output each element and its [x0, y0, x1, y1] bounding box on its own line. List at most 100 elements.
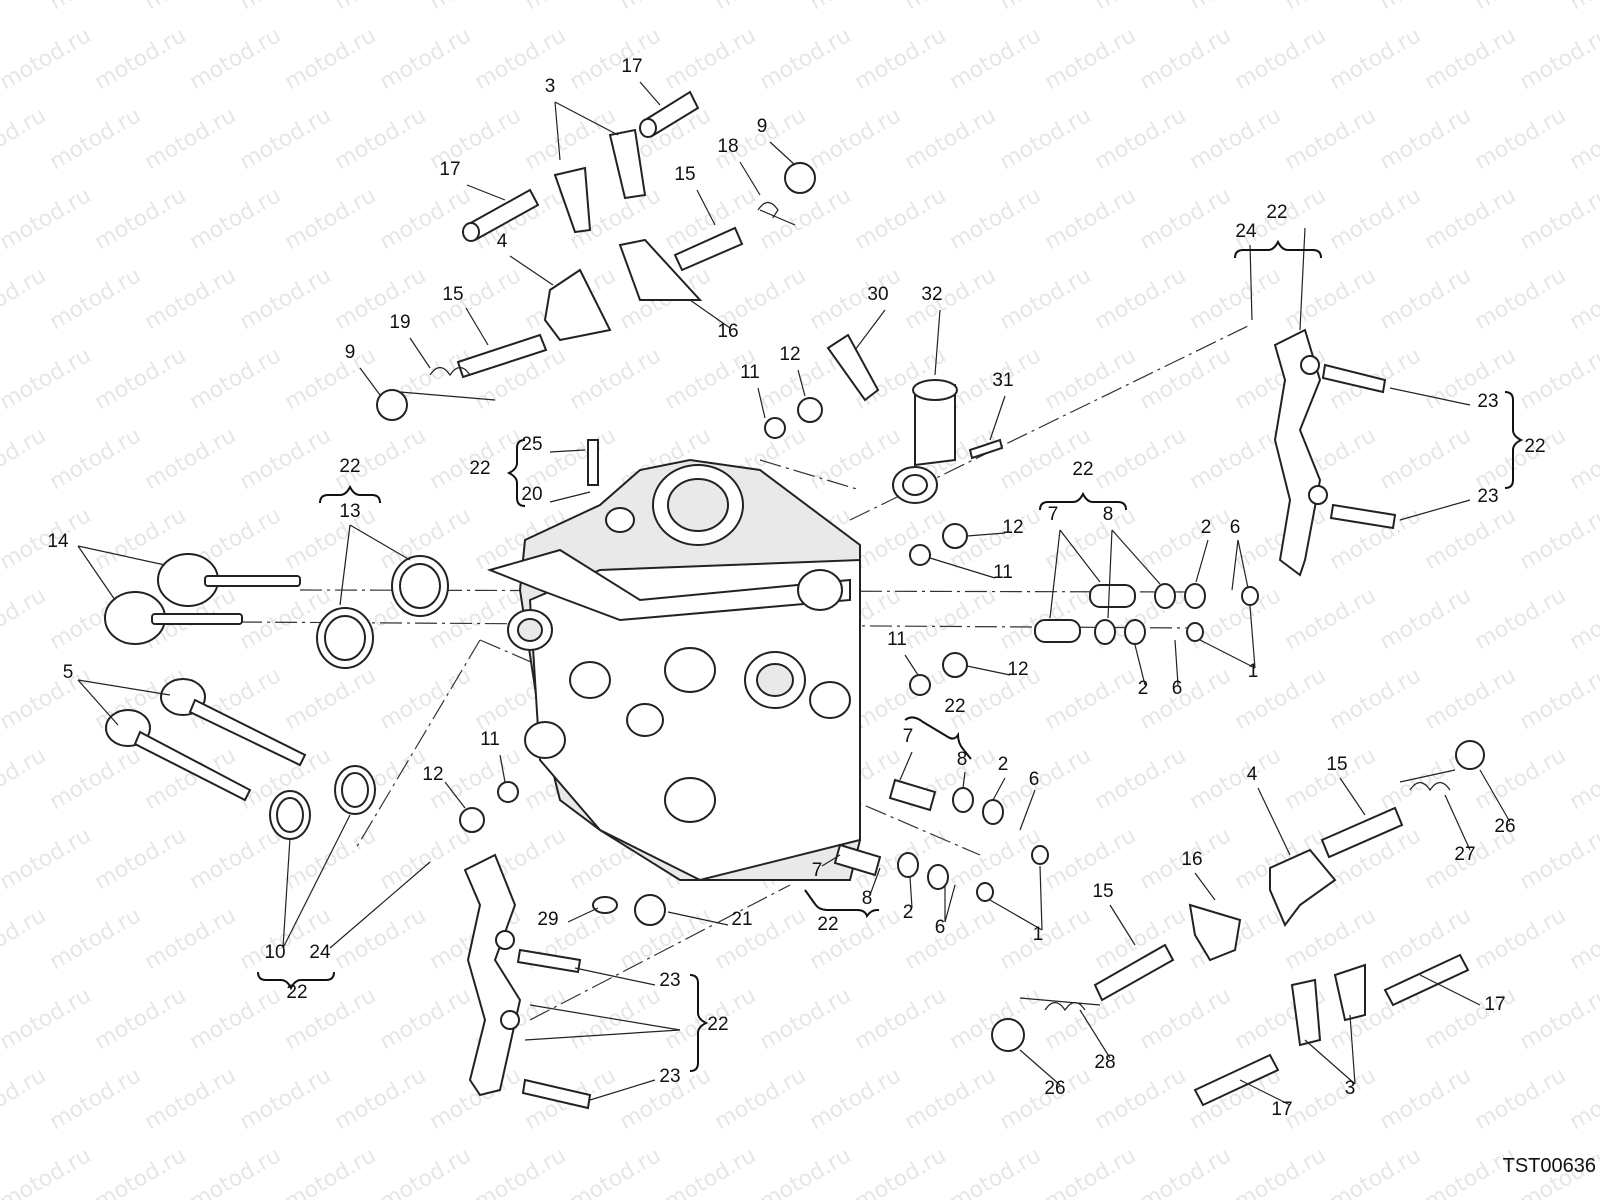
watermark-text: motod.ru	[186, 823, 286, 895]
watermark-text: motod.ru	[281, 663, 381, 735]
watermark-text: motod.ru	[1516, 343, 1600, 415]
callout-11: 11	[993, 562, 1013, 583]
watermark-text: motod.ru	[1471, 423, 1571, 495]
watermark-text: motod.ru	[331, 0, 431, 15]
watermark-text: motod.ru	[0, 983, 95, 1055]
watermark-text: motod.ru	[1326, 183, 1426, 255]
watermark-text: motod.ru	[806, 423, 906, 495]
watermark-text: motod.ru	[0, 1063, 50, 1135]
watermark-text: motod.ru	[901, 903, 1001, 975]
rocker-assembly-bottom	[991, 740, 1485, 1107]
callout-23: 23	[659, 1066, 680, 1087]
watermark-text: motod.ru	[521, 103, 621, 175]
callout-7: 7	[812, 860, 823, 881]
watermark-text: motod.ru	[1186, 423, 1286, 495]
callout-23: 23	[1477, 391, 1498, 412]
watermark-text: motod.ru	[236, 423, 336, 495]
watermark-text: motod.ru	[376, 23, 476, 95]
watermark-text: motod.ru	[376, 983, 476, 1055]
watermark-text: motod.ru	[1136, 663, 1236, 735]
watermark-text: motod.ru	[1281, 0, 1381, 15]
watermark-text: motod.ru	[1516, 663, 1600, 735]
watermark-text: motod.ru	[851, 183, 951, 255]
callout-17: 17	[439, 159, 460, 180]
watermark-text: motod.ru	[1471, 903, 1571, 975]
watermark-text: motod.ru	[471, 23, 571, 95]
watermark-text: motod.ru	[186, 983, 286, 1055]
callout-28: 28	[1094, 1052, 1115, 1073]
callout-30: 30	[867, 284, 888, 305]
brace-groups	[257, 239, 1524, 1072]
watermark-text: motod.ru	[1091, 103, 1191, 175]
watermark-text: motod.ru	[186, 183, 286, 255]
callout-13: 13	[339, 501, 360, 522]
callout-1: 1	[1248, 661, 1259, 682]
watermark-text: motod.ru	[236, 1063, 336, 1135]
watermark-text: motod.ru	[141, 903, 241, 975]
watermark-text: motod.ru	[1471, 0, 1571, 15]
watermark-text: motod.ru	[186, 1143, 286, 1200]
watermark-text: motod.ru	[0, 743, 50, 815]
callout-7: 7	[903, 726, 914, 747]
watermark-text: motod.ru	[46, 0, 146, 15]
callout-16: 16	[717, 321, 738, 342]
watermark-text: motod.ru	[46, 903, 146, 975]
callout-3: 3	[545, 76, 556, 97]
watermark-text: motod.ru	[1091, 1063, 1191, 1135]
watermark-text: motod.ru	[1566, 1063, 1600, 1135]
watermark-text: motod.ru	[661, 1143, 761, 1200]
callout-7: 7	[1048, 504, 1059, 525]
valve-seats	[316, 555, 449, 669]
callout-29: 29	[537, 909, 558, 930]
watermark-text: motod.ru	[0, 423, 50, 495]
watermark-text: motod.ru	[901, 583, 1001, 655]
callout-15: 15	[442, 284, 463, 305]
exhaust-valve-seats	[269, 765, 376, 840]
watermark-text: motod.ru	[1136, 503, 1236, 575]
callout-3: 3	[1345, 1078, 1356, 1099]
watermark-text: motod.ru	[1186, 0, 1286, 15]
sensor-and-water-fitting	[826, 333, 1004, 504]
watermark-text: motod.ru	[1186, 103, 1286, 175]
watermark-text: motod.ru	[1041, 23, 1141, 95]
callout-27: 27	[1454, 844, 1475, 865]
watermark-text: motod.ru	[1091, 0, 1191, 15]
watermark-text: motod.ru	[1566, 583, 1600, 655]
callout-22: 22	[286, 982, 307, 1003]
watermark-text: motod.ru	[1566, 743, 1600, 815]
watermark-text: motod.ru	[1091, 423, 1191, 495]
callout-15: 15	[1092, 881, 1113, 902]
watermark-text: motod.ru	[756, 983, 856, 1055]
watermark-text: motod.ru	[236, 103, 336, 175]
callout-11: 11	[740, 362, 760, 383]
watermark-text: motod.ru	[1471, 1063, 1571, 1135]
watermark-text: motod.ru	[1231, 1143, 1331, 1200]
callout-22: 22	[469, 458, 490, 479]
watermark-text: motod.ru	[46, 263, 146, 335]
rocker-assembly-top	[376, 90, 816, 421]
callout-17: 17	[1271, 1099, 1292, 1120]
watermark-text: motod.ru	[1186, 263, 1286, 335]
watermark-text: motod.ru	[851, 663, 951, 735]
watermark-text: motod.ru	[0, 343, 95, 415]
watermark-text: motod.ru	[186, 23, 286, 95]
callout-9: 9	[757, 116, 768, 137]
watermark-text: motod.ru	[711, 0, 811, 15]
callout-22: 22	[944, 696, 965, 717]
watermark-text: motod.ru	[46, 1063, 146, 1135]
watermark-text: motod.ru	[1041, 823, 1141, 895]
tappet-set-upper	[1034, 583, 1259, 645]
watermark-text: motod.ru	[331, 103, 431, 175]
watermark-text: motod.ru	[0, 263, 50, 335]
watermark-text: motod.ru	[46, 423, 146, 495]
drawing-code: TST00636	[1502, 1155, 1596, 1177]
watermark-text: motod.ru	[0, 903, 50, 975]
watermark-text: motod.ru	[1376, 103, 1476, 175]
callout-2: 2	[903, 902, 914, 923]
callout-21: 21	[731, 909, 752, 930]
watermark-text: motod.ru	[851, 1143, 951, 1200]
watermark-text: motod.ru	[1516, 823, 1600, 895]
watermark-text: motod.ru	[281, 343, 381, 415]
watermark-text: motod.ru	[1376, 0, 1476, 15]
